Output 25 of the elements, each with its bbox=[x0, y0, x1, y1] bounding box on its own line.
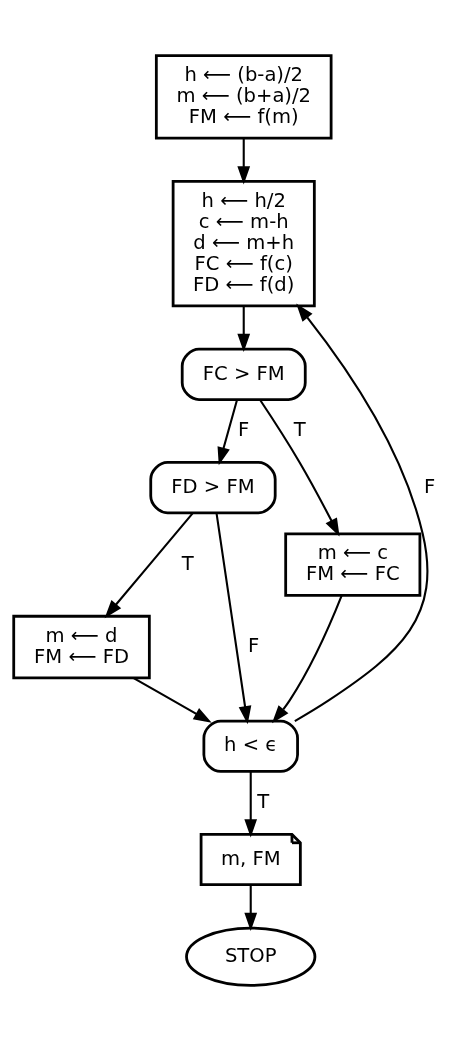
arrow bbox=[104, 512, 194, 619]
edge-label: F bbox=[247, 634, 260, 658]
arrow bbox=[217, 399, 239, 466]
edge-label: F bbox=[238, 418, 250, 442]
arrow bbox=[237, 138, 251, 185]
edge-label: T bbox=[293, 418, 306, 442]
arrow bbox=[244, 771, 258, 838]
arrow bbox=[259, 399, 340, 537]
arrow bbox=[215, 512, 252, 725]
node-box: h ⟵ (b-a)/2 m ⟵ (b+a)/2 FM ⟵ f(m) bbox=[154, 54, 333, 140]
node-box: m ⟵ c FM ⟵ FC bbox=[284, 532, 422, 597]
arrow bbox=[294, 303, 429, 722]
node-box: h < ϵ bbox=[202, 719, 299, 773]
node-box: m ⟵ d FM ⟵ FD bbox=[12, 614, 151, 680]
arrow bbox=[237, 306, 251, 352]
node-box: FD > FM bbox=[149, 461, 277, 515]
node-box: FC > FM bbox=[180, 347, 307, 401]
node-ellipse: STOP bbox=[185, 926, 317, 987]
edge-label: F bbox=[424, 474, 436, 498]
arrow bbox=[244, 884, 258, 932]
edge-label: T bbox=[181, 551, 194, 575]
edge-label: T bbox=[257, 790, 270, 814]
arrow bbox=[132, 677, 212, 723]
node-box: h ⟵ h/2 c ⟵ m-h d ⟵ m+h FC ⟵ f(c) FD ⟵ f(d) bbox=[171, 180, 316, 308]
arrow bbox=[271, 595, 343, 724]
